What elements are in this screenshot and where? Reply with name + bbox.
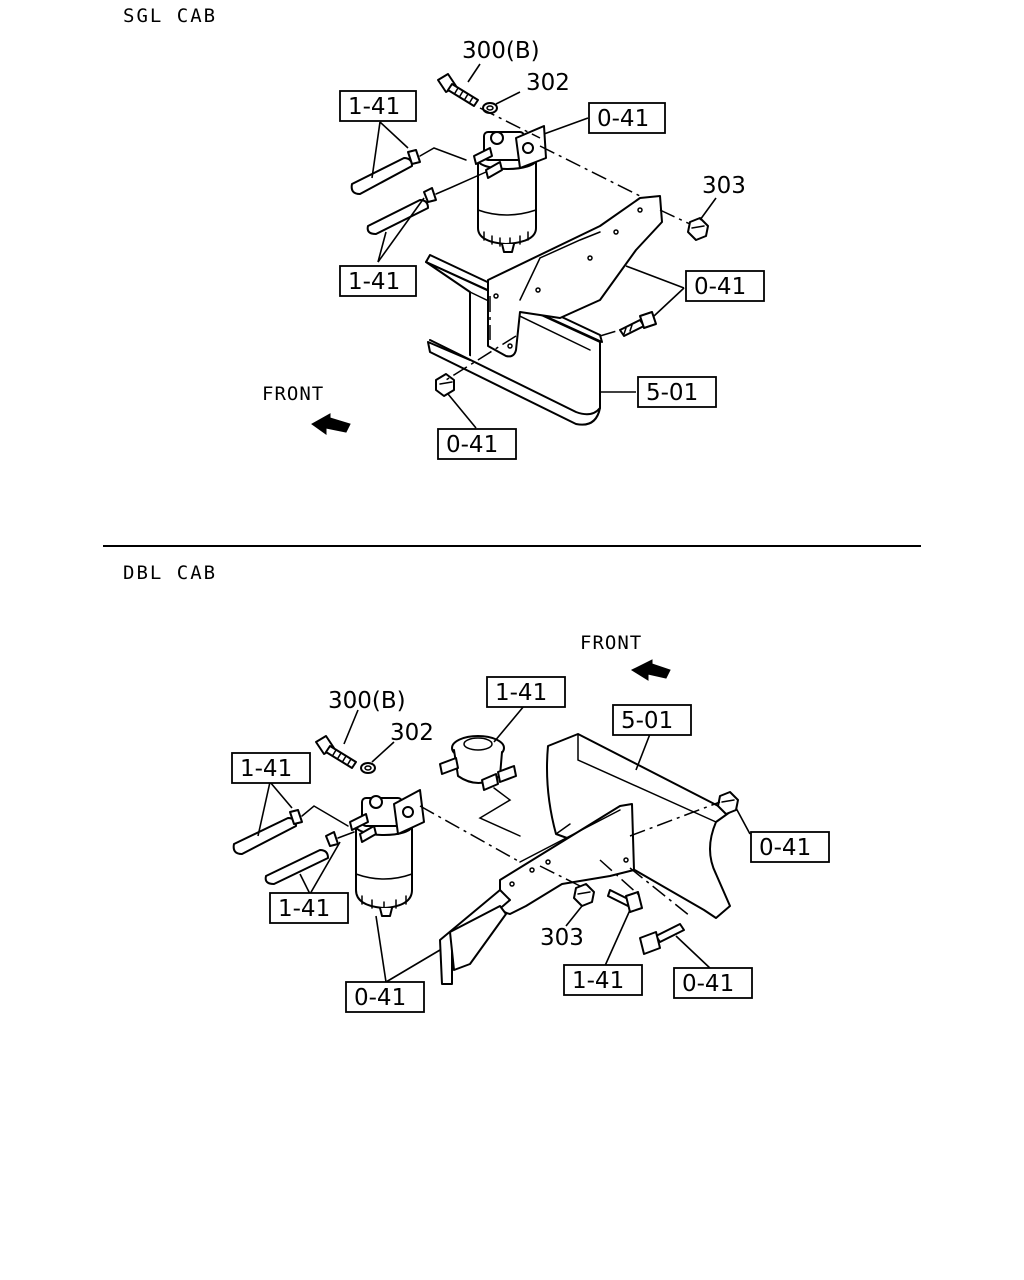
sgl-fasteners — [435, 73, 709, 397]
sgl-label-0-41-right: 0-41 — [694, 274, 746, 300]
sgl-label-303: 303 — [702, 173, 746, 199]
sgl-leader-lines — [371, 63, 717, 429]
dbl-label-1-41-pump: 1-41 — [495, 680, 547, 706]
dbl-callout-box-3 — [231, 752, 311, 784]
sgl-fuel-filter — [473, 125, 547, 253]
sgl-callout-box-3 — [339, 265, 417, 297]
sgl-label-1-41-top: 1-41 — [348, 94, 400, 120]
dbl-callout-box-6 — [563, 964, 643, 996]
sgl-fuel-hoses — [350, 147, 487, 235]
dbl-callout-box-4 — [269, 892, 349, 924]
dbl-label-0-41-bottom: 0-41 — [354, 985, 406, 1011]
sgl-front-arrow-icon — [311, 413, 351, 435]
dbl-filter-bracket — [439, 803, 635, 985]
sgl-center-lines — [445, 107, 691, 381]
dbl-fuel-filter — [349, 789, 425, 917]
dbl-cab-diagram: FRONT 300(B) 302 1-41 5-01 1-41 1-41 0-4… — [231, 632, 830, 1013]
section-title-sgl-cab: SGL CAB — [123, 5, 218, 27]
dbl-callout-box-1 — [486, 676, 566, 708]
sgl-label-1-41-bottom: 1-41 — [348, 269, 400, 295]
sgl-filter-bracket — [487, 195, 663, 358]
dbl-label-0-41-right: 0-41 — [759, 835, 811, 861]
sgl-callout-box-5 — [637, 376, 717, 408]
sgl-callout-box-4 — [685, 270, 765, 302]
sgl-cab-diagram: FRONT 300(B) 302 0-41 1-41 303 1-41 0-41… — [262, 38, 765, 460]
dbl-priming-pump — [439, 735, 521, 837]
dbl-callout-box-8 — [345, 981, 425, 1013]
sgl-callout-box-2 — [339, 90, 417, 122]
sgl-label-0-41-bottom: 0-41 — [446, 432, 498, 458]
dbl-leader-lines — [257, 705, 751, 983]
dbl-label-300b: 300(B) — [328, 688, 406, 714]
sgl-front-label: FRONT — [262, 383, 324, 405]
dbl-center-lines — [419, 801, 721, 917]
sgl-label-302: 302 — [526, 70, 570, 96]
dbl-frame-channel — [546, 733, 731, 919]
dbl-front-arrow-icon — [630, 659, 671, 681]
dbl-label-5-01: 5-01 — [621, 708, 673, 734]
sgl-callout-box-6 — [437, 428, 517, 460]
dbl-fasteners — [315, 735, 739, 955]
sgl-label-0-41-top: 0-41 — [597, 106, 649, 132]
dbl-label-1-41-bottom: 1-41 — [278, 896, 330, 922]
dbl-label-0-41-bolt: 0-41 — [682, 971, 734, 997]
section-divider — [103, 545, 921, 547]
dbl-callout-box-7 — [673, 967, 753, 999]
dbl-fuel-hoses — [232, 805, 355, 885]
dbl-label-1-41-bolt: 1-41 — [572, 968, 624, 994]
dbl-label-303: 303 — [540, 925, 584, 951]
dbl-callout-box-2 — [612, 704, 692, 736]
sgl-label-5-01: 5-01 — [646, 380, 698, 406]
section-title-dbl-cab: DBL CAB — [123, 562, 218, 584]
dbl-front-label: FRONT — [580, 632, 642, 654]
dbl-label-302: 302 — [390, 720, 434, 746]
sgl-callout-box-1 — [588, 102, 666, 134]
sgl-label-300b: 300(B) — [462, 38, 540, 64]
dbl-callout-box-5 — [750, 831, 830, 863]
dbl-label-1-41-top: 1-41 — [240, 756, 292, 782]
